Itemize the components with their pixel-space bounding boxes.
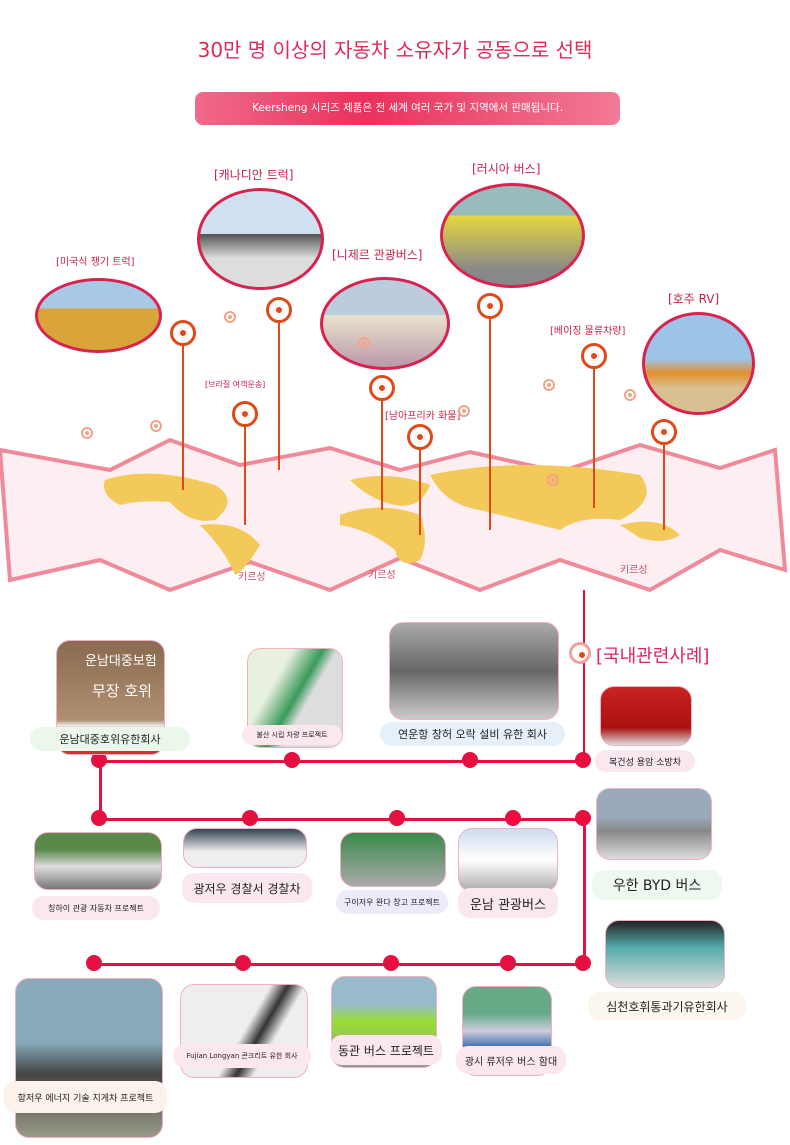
domestic-case-label: 심천호휘통과기유한회사: [588, 992, 746, 1020]
ripple-icon: [458, 405, 470, 417]
location-pin-icon[interactable]: [369, 375, 395, 401]
timeline-line: [583, 590, 585, 760]
timeline-node[interactable]: [383, 955, 399, 971]
location-pin-icon[interactable]: [581, 343, 607, 369]
map-label: 키르성: [620, 565, 648, 576]
pin-line: [593, 369, 595, 508]
pin-label: [베이징 물류차량]: [550, 326, 626, 337]
domestic-case-label: 운남 관광버스: [458, 888, 558, 918]
world-case-label: [러시아 버스]: [472, 162, 541, 176]
ripple-icon: [358, 337, 370, 349]
pin-line: [182, 346, 184, 490]
location-pin-icon[interactable]: [266, 297, 292, 323]
domestic-case-photo: [605, 920, 725, 988]
photo-sign-text: 무장 호위: [92, 682, 152, 700]
timeline-line: [99, 760, 102, 820]
domestic-case-photo: [183, 828, 307, 868]
location-pin-icon[interactable]: [477, 293, 503, 319]
timeline-node[interactable]: [91, 752, 107, 768]
timeline-node[interactable]: [86, 955, 102, 971]
timeline-node[interactable]: [235, 955, 251, 971]
pin-line: [381, 401, 383, 510]
world-case-photo-city-bus: [440, 183, 585, 288]
ripple-icon: [624, 389, 636, 401]
timeline-node[interactable]: [462, 752, 478, 768]
timeline-node[interactable]: [505, 810, 521, 826]
domestic-case-photo: [600, 686, 692, 746]
timeline-node[interactable]: [575, 810, 591, 826]
world-case-label: [미국식 쟁기 트럭]: [56, 257, 135, 268]
page-title: 30만 명 이상의 자동차 소유자가 공동으로 선택: [197, 38, 593, 62]
ripple-icon: [543, 379, 555, 391]
domestic-case-label: 동관 버스 프로젝트: [330, 1035, 442, 1065]
location-pin-icon[interactable]: [651, 419, 677, 445]
timeline-line: [94, 963, 583, 966]
world-case-photo-rv-caravan: [642, 312, 755, 415]
map-label: 키르성: [368, 570, 396, 581]
domestic-case-photo: [34, 832, 162, 890]
world-case-label: [호주 RV]: [668, 292, 720, 306]
timeline-node[interactable]: [575, 955, 591, 971]
domestic-case-label: 광저우 경찰서 경찰차: [182, 873, 312, 903]
domestic-case-label: 칭하이 관광 자동차 프로젝트: [32, 896, 160, 920]
domestic-case-label: 운남대중호위유한회사: [30, 727, 190, 751]
domestic-case-photo: [389, 622, 559, 720]
pin-line: [278, 323, 280, 470]
world-case-photo-safari-bus: [320, 277, 450, 370]
pin-line: [489, 319, 491, 530]
timeline-node[interactable]: [500, 955, 516, 971]
timeline-node[interactable]: [389, 810, 405, 826]
pin-line: [419, 450, 421, 535]
map-label: 키르성: [238, 572, 266, 583]
ripple-icon: [150, 420, 162, 432]
pin-line: [663, 445, 665, 530]
domestic-case-label: 복건성 용암 소방차: [595, 750, 695, 772]
pin-line: [244, 427, 246, 525]
domestic-case-photo: [596, 788, 712, 860]
pin-label: [남아프리카 화물]: [385, 411, 461, 422]
timeline-line: [99, 760, 583, 763]
timeline-node[interactable]: [284, 752, 300, 768]
pin-label: [브라질 여객운송]: [205, 380, 266, 389]
timeline-line: [99, 818, 583, 821]
ripple-icon: [81, 427, 93, 439]
timeline-node[interactable]: [91, 810, 107, 826]
world-case-photo-semi-truck: [197, 188, 324, 290]
world-case-label: [니제르 관광버스]: [332, 248, 423, 262]
location-pin-icon[interactable]: [232, 401, 258, 427]
domestic-case-photo: [340, 832, 446, 887]
domestic-case-label: Fujian Longyan 콘크리트 유한 회사: [173, 1044, 311, 1068]
ripple-icon: [547, 474, 559, 486]
domestic-case-label: 구이저우 완다 창고 프로젝트: [336, 890, 448, 914]
world-case-label: [캐나디안 트럭]: [214, 168, 294, 182]
domestic-case-label: 우한 BYD 버스: [592, 870, 722, 900]
world-case-photo-harvester: [35, 278, 162, 353]
world-map: [0, 437, 788, 593]
photo-sign-text: 운남대중보험: [85, 654, 157, 669]
domestic-case-label: 연운항 창허 오락 설비 유한 회사: [380, 722, 565, 746]
domestic-case-label: 광시 류저우 버스 함대: [456, 1046, 566, 1074]
ripple-icon: [224, 311, 236, 323]
domestic-case-label: 항저우 에너지 기술 지게차 프로젝트: [4, 1081, 167, 1113]
domestic-case-photo: [15, 978, 163, 1138]
location-pin-icon[interactable]: [407, 424, 433, 450]
domestic-case-label: 불산 시립 차량 프로젝트: [242, 725, 342, 745]
domestic-pin-icon: [569, 642, 591, 664]
location-pin-icon[interactable]: [170, 320, 196, 346]
timeline-node[interactable]: [575, 752, 591, 768]
timeline-node[interactable]: [242, 810, 258, 826]
continents: [104, 465, 680, 575]
domestic-cases-title: [국내관련사례]: [596, 646, 710, 667]
sales-banner: Keersheng 시리즈 제품은 전 세계 여러 국가 및 지역에서 판매됩니…: [195, 92, 620, 125]
domestic-case-photo: [458, 828, 558, 892]
timeline-line: [583, 818, 586, 963]
